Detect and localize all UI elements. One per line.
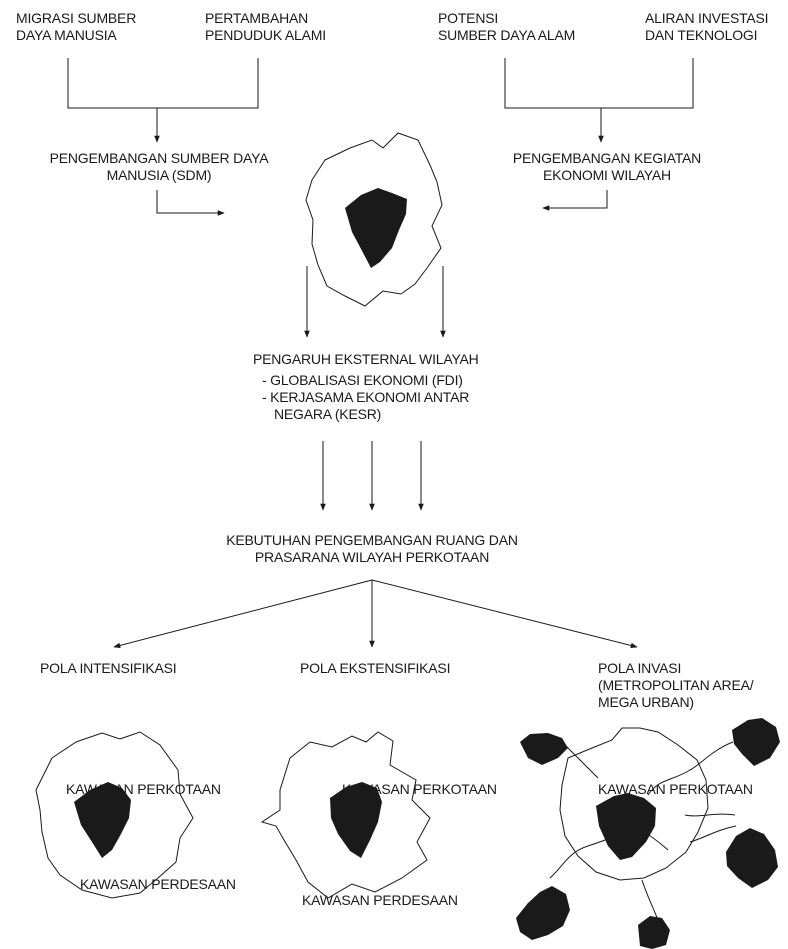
invasi-link-top-right: [647, 741, 734, 796]
arrow-to-invasi: [371, 579, 638, 649]
invasi-link-right: [684, 813, 736, 817]
region-boundary: [305, 132, 443, 307]
ekstensifikasi-boundary: [260, 731, 431, 899]
label-pola-ekstensifikasi: POLA EKSTENSIFIKASI: [300, 660, 451, 676]
label-pola-intensifikasi: POLA INTENSIFIKASI: [40, 660, 177, 676]
invasi-link-top-left: [564, 744, 599, 779]
label-ekstensifikasi-perkotaan: KAWASAN PERKOTAAN: [342, 781, 497, 797]
invasi-link-bottom: [641, 879, 659, 921]
arrow-to-intensifikasi: [113, 579, 373, 649]
invasi-link-right-lower: [689, 825, 737, 843]
invasi-core: [596, 793, 656, 860]
satellite-top-left: [520, 733, 568, 765]
label-intensifikasi-perkotaan: KAWASAN PERKOTAAN: [66, 781, 221, 797]
intensifikasi-boundary: [35, 731, 194, 899]
label-intensifikasi-perdesaan: KAWASAN PERDESAAN: [80, 876, 236, 892]
satellite-top-right: [732, 718, 780, 766]
label-pola-invasi: POLA INVASI(METROPOLITAN AREA/MEGA URBAN…: [598, 660, 754, 710]
label-eksternal-items: - GLOBALISASI EKONOMI (FDI) - KERJASAMA …: [262, 372, 470, 422]
connector-sdm-sources: [67, 58, 259, 109]
label-invasi-perkotaan: KAWASAN PERKOTAAN: [598, 781, 753, 797]
label-pengaruh-eksternal: PENGARUH EKSTERNAL WILAYAH: [253, 351, 479, 367]
arrow-sdm-to-region: [156, 190, 225, 216]
connector-ekonomi-sources: [504, 58, 694, 109]
label-ekstensifikasi-perdesaan: KAWASAN PERDESAAN: [302, 892, 458, 908]
intensifikasi-core: [74, 782, 131, 858]
satellite-bottom: [638, 916, 670, 949]
region-core: [345, 188, 407, 268]
satellite-right: [726, 828, 778, 888]
invasi-boundary: [559, 727, 709, 881]
ekstensifikasi-core: [330, 782, 382, 858]
arrow-ekonomi-to-region: [542, 190, 608, 211]
satellite-bottom-left: [516, 886, 570, 940]
